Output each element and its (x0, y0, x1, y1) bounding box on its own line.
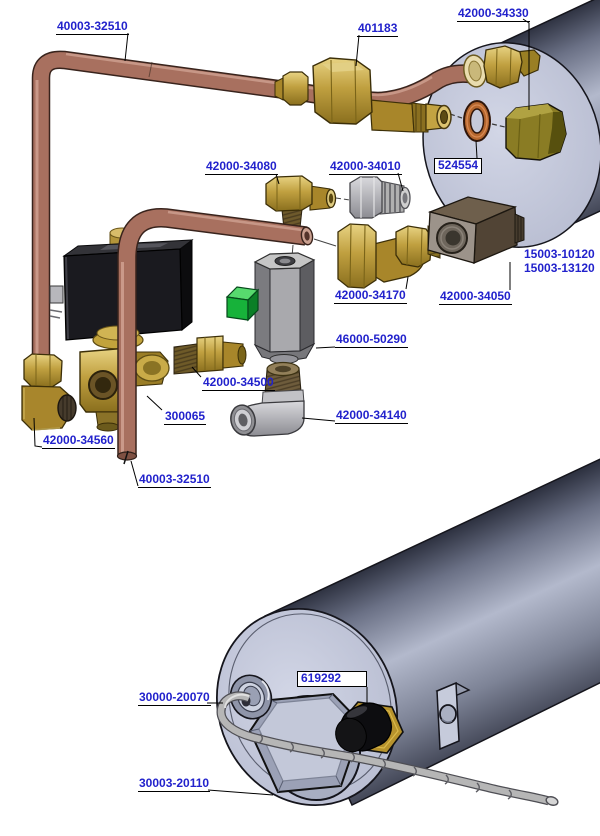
inline-fitting-401183 (274, 57, 452, 133)
copper-washer (463, 100, 491, 142)
temp-sensor-619292 (335, 701, 404, 754)
probe-wire (216, 691, 559, 806)
part-label-42000-34140: 42000-34140 (335, 408, 408, 424)
hex-standoff-46000-50290 (253, 252, 316, 364)
mounting-bracket (435, 681, 471, 751)
part-label-619292: 619292 (297, 671, 367, 687)
wire-twist-marks (258, 733, 512, 800)
brass-plug-42000-34330 (505, 103, 567, 161)
part-label-30003-20110: 30003-20110 (138, 776, 211, 792)
part-label-42000-34500: 42000-34500 (202, 375, 275, 391)
wire-tip (545, 796, 559, 806)
part-label-42000-34330: 42000-34330 (457, 6, 530, 22)
brass-elbow-42000-34170 (337, 223, 433, 289)
part-label-15003-13120: 15003-13120 (524, 261, 595, 275)
tank-inlet-fitting (463, 45, 541, 89)
steel-adapter-42000-34010 (349, 176, 411, 219)
copper-pipe-bottom (116, 208, 314, 465)
part-label-pipe-top: 40003-32510 (56, 19, 129, 35)
hex-plug-30003-20110 (248, 692, 364, 794)
green-connector (225, 286, 260, 322)
part-label-42000-34050: 42000-34050 (439, 289, 512, 305)
air-tank-bottom (216, 458, 600, 807)
part-label-pipe-bottom: 40003-32510 (138, 472, 211, 488)
assembly-axis-dashes (449, 113, 506, 128)
pipe-end-tick (123, 450, 129, 465)
part-label-524554: 524554 (434, 158, 483, 174)
part-label-42000-34080: 42000-34080 (205, 159, 278, 175)
part-label-30000-20070: 30000-20070 (138, 690, 211, 706)
part-label-42000-34560: 42000-34560 (42, 433, 115, 449)
part-label-42000-34170: 42000-34170 (334, 288, 407, 304)
part-label-42000-34010: 42000-34010 (329, 159, 402, 175)
brass-elbow-42000-34560 (21, 353, 77, 431)
valve-connector-tab (49, 285, 64, 304)
solenoid-valve-300065 (49, 227, 247, 432)
part-label-300065: 300065 (164, 409, 207, 425)
block-42000-34050 (427, 196, 525, 264)
push-elbow-42000-34140 (230, 361, 305, 437)
part-label-46000-50290: 46000-50290 (335, 332, 408, 348)
part-label-15003-10120: 15003-10120 (524, 247, 595, 261)
leader-lines (33, 18, 530, 796)
part-label-401183: 401183 (357, 21, 399, 37)
